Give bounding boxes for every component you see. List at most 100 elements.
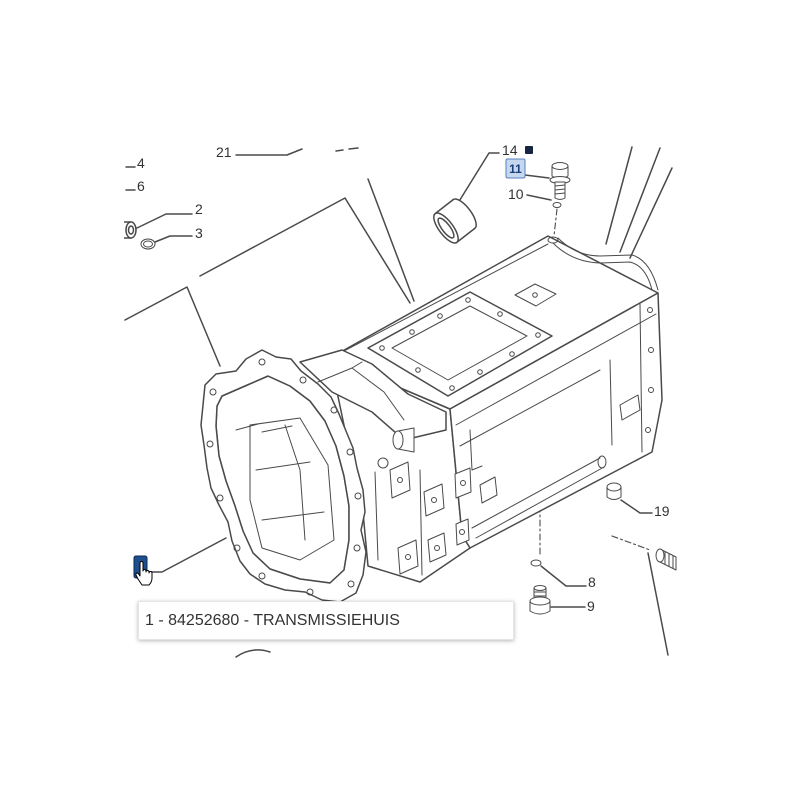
bolt-head-top xyxy=(551,162,569,170)
flange-hole xyxy=(209,388,217,396)
mount-tab-hole xyxy=(460,480,466,486)
bolt-hole xyxy=(509,351,515,357)
fitting-thread xyxy=(664,551,674,569)
top-cover-opening xyxy=(391,305,528,381)
part-9-plug xyxy=(529,585,551,615)
flange-hole xyxy=(233,544,241,552)
bushing-body xyxy=(435,199,475,243)
bell-housing-inner-ribs xyxy=(235,423,325,541)
fitting-part xyxy=(655,548,677,571)
flange-hole xyxy=(346,448,354,456)
side-rib-a xyxy=(469,429,483,471)
leader-line-housing-top-a xyxy=(199,197,411,304)
bolt-shank xyxy=(554,181,566,200)
hotspot-highlight-icon[interactable] xyxy=(505,158,526,179)
bolt-hole xyxy=(497,311,503,317)
centerline-bolt-11 xyxy=(553,208,558,237)
flange-hole xyxy=(299,376,307,384)
top-cover-bolt-holes xyxy=(379,297,541,391)
bushing-bore xyxy=(437,217,455,239)
part-8-seal-ring xyxy=(530,559,542,567)
callout-label-19[interactable]: 19 xyxy=(654,503,670,519)
part-2-bore xyxy=(127,225,135,235)
mount-tab-hole xyxy=(431,497,437,503)
part-2-bushing xyxy=(124,221,137,239)
side-slot-rear xyxy=(619,394,641,421)
leader-line-21 xyxy=(235,148,303,156)
leader-line-1 xyxy=(146,537,227,573)
flange-hole xyxy=(306,588,314,596)
top-bolt-hole xyxy=(547,236,559,244)
boss-hole xyxy=(377,457,389,469)
leader-line-fitting xyxy=(647,552,669,656)
front-face-ribs xyxy=(374,469,423,576)
o-ring-inner xyxy=(143,240,153,248)
part-14-bushing xyxy=(433,198,477,244)
fitting-face xyxy=(655,548,665,563)
bolt-hole xyxy=(409,329,415,335)
callout-label-9[interactable]: 9 xyxy=(587,598,595,614)
leader-lines xyxy=(124,146,673,658)
leader-line-rear-a xyxy=(605,146,633,245)
part-19-plug xyxy=(606,482,622,500)
leader-line-14 xyxy=(457,152,500,204)
housing-neck-ribs xyxy=(317,361,405,421)
callout-label-3[interactable]: 3 xyxy=(195,225,203,241)
rear-flange-edge xyxy=(639,303,643,453)
mount-tab-hole xyxy=(434,545,440,551)
part-11-bolt xyxy=(549,162,571,200)
flange-hole xyxy=(330,406,338,414)
cylinder-boss-face xyxy=(392,430,404,450)
bushing-silhouette xyxy=(434,198,476,244)
plug-9-thread-top xyxy=(533,585,547,591)
hotspot-flag-icon[interactable] xyxy=(525,146,533,154)
callout-label-8[interactable]: 8 xyxy=(588,574,596,590)
callout-label-2[interactable]: 2 xyxy=(195,201,203,217)
bolt-hole xyxy=(379,345,385,351)
side-face-ridge-lower xyxy=(459,369,601,447)
callout-label-11[interactable]: 11 xyxy=(509,162,522,176)
callout-label-4[interactable]: 4 xyxy=(137,155,145,171)
hotspot-11[interactable]: 11 xyxy=(505,158,526,179)
callout-label-14[interactable]: 14 xyxy=(502,142,518,158)
top-tube xyxy=(552,237,659,291)
bolt-hole xyxy=(535,332,541,338)
flange-hole xyxy=(258,358,266,366)
bolt-hole xyxy=(437,313,443,319)
callout-label-6[interactable]: 6 xyxy=(137,178,145,194)
plug-9-thread xyxy=(533,591,547,597)
bell-housing-back-wall xyxy=(249,417,335,561)
flange-hole xyxy=(353,544,361,552)
leader-line-10 xyxy=(526,194,552,201)
flange-hole xyxy=(216,494,224,502)
leader-line-housing-left xyxy=(124,286,221,367)
callout-label-21[interactable]: 21 xyxy=(216,144,232,160)
partial-outline-bottom xyxy=(235,649,271,658)
part-tooltip: 1 - 84252680 - TRANSMISSIEHUIS xyxy=(138,601,514,640)
small-top-plate-hole xyxy=(532,292,538,298)
leader-line-2 xyxy=(136,213,193,229)
leader-line-fragment xyxy=(335,147,359,152)
rear-flange-hole xyxy=(648,387,654,393)
bolt-hole xyxy=(465,297,471,303)
small-top-plate xyxy=(514,283,557,307)
plug-19-top xyxy=(606,482,622,492)
plug-9-hex-top xyxy=(529,596,551,606)
flange-hole xyxy=(347,580,355,588)
flange-hole xyxy=(206,440,214,448)
bolt-hole xyxy=(415,367,421,373)
side-face-ridge xyxy=(455,313,657,426)
rail-boss xyxy=(597,455,607,469)
side-rail xyxy=(471,457,605,539)
rear-flange-hole xyxy=(647,307,653,313)
part-10-washer xyxy=(552,202,562,208)
bolt-hole xyxy=(477,369,483,375)
flange-bolt-holes xyxy=(206,358,362,596)
hand-pointer-icon xyxy=(135,561,153,586)
leader-line-19 xyxy=(620,499,653,514)
housing-details xyxy=(341,236,659,539)
bell-housing-flange xyxy=(200,349,367,603)
callout-label-10[interactable]: 10 xyxy=(508,186,524,202)
rear-flange-hole xyxy=(648,347,654,353)
